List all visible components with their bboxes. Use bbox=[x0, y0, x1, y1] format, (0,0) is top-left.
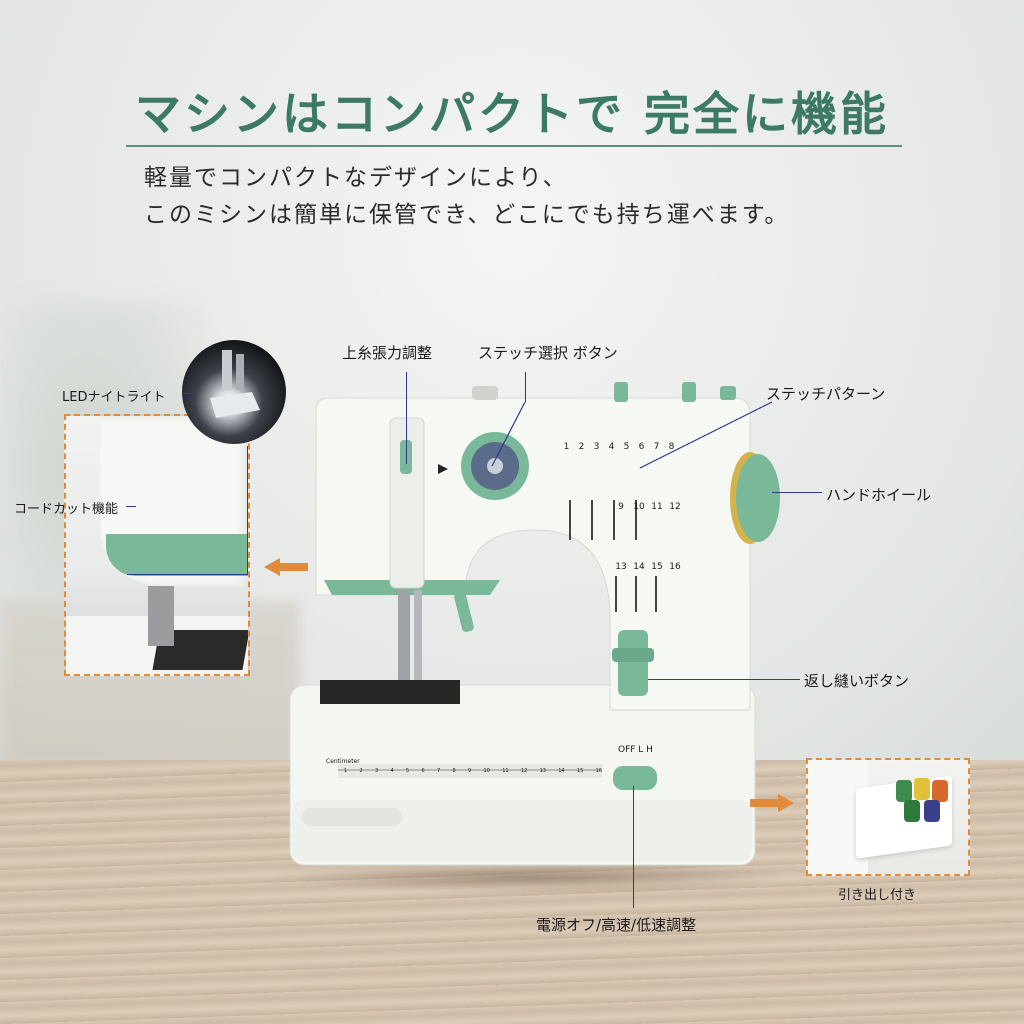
ruler-number: 2 bbox=[359, 768, 363, 774]
green-trim-closeup bbox=[106, 534, 248, 576]
led-label: LEDナイトライト bbox=[62, 390, 166, 405]
stitch-pattern-label: ステッチパターン bbox=[766, 385, 886, 403]
upper-tension-label: 上糸張力調整 bbox=[342, 344, 433, 362]
ruler-number: 12 bbox=[520, 768, 528, 774]
presser-foot-closeup bbox=[148, 586, 174, 646]
pattern-number: 12 bbox=[669, 502, 681, 512]
thread-spool-icon bbox=[914, 778, 930, 800]
ruler-number: 5 bbox=[406, 768, 410, 774]
pattern-number: 3 bbox=[593, 442, 600, 452]
pattern-number: 11 bbox=[651, 502, 663, 512]
handwheel-label: ハンドホイール bbox=[826, 486, 932, 504]
stitch-select-callout-line-vertical bbox=[525, 372, 526, 402]
presser-foot-icon bbox=[210, 350, 260, 418]
pattern-number: 9 bbox=[618, 502, 624, 512]
pattern-row-2: 9 10 11 12 bbox=[614, 502, 682, 512]
reverse-stitch-callout-line bbox=[648, 679, 800, 680]
led-light-closeup bbox=[182, 340, 286, 444]
ruler-number: 14 bbox=[558, 768, 565, 774]
subtitle: 軽量でコンパクトなデザインにより、 このミシンは簡単に保管でき、どこにでも持ち運… bbox=[144, 160, 789, 234]
ruler-number: 1 bbox=[344, 768, 348, 774]
led-callout-line bbox=[182, 393, 196, 394]
ruler-numbers: 1 2 3 4 5 6 7 8 9 10 11 12 13 14 15 16 bbox=[344, 768, 602, 774]
pattern-row-1: 1 2 3 4 5 6 7 8 bbox=[560, 442, 678, 452]
ruler-number: 13 bbox=[539, 768, 546, 774]
pattern-number: 15 bbox=[651, 562, 663, 572]
handwheel-callout-line bbox=[772, 492, 822, 493]
led-vertical-line bbox=[247, 446, 248, 574]
machine-shadow bbox=[270, 860, 790, 894]
ruler-number: 7 bbox=[437, 768, 441, 774]
drawer-detail-inset bbox=[806, 758, 970, 876]
speed-switch-labels: OFF L H bbox=[618, 745, 653, 755]
power-speed-callout-line bbox=[633, 786, 634, 908]
stitch-pattern-callout-line bbox=[639, 401, 773, 469]
ruler-number: 11 bbox=[502, 768, 509, 774]
pattern-number: 13 bbox=[615, 562, 627, 572]
ruler-label: Centimeter bbox=[326, 758, 360, 765]
ruler-number: 6 bbox=[421, 768, 425, 774]
pattern-number: 4 bbox=[608, 442, 615, 452]
reverse-stitch-label: 返し縫いボタン bbox=[804, 672, 910, 690]
subtitle-line-1: 軽量でコンパクトなデザインにより、 bbox=[144, 165, 568, 191]
cord-cut-label: コードカット機能 bbox=[14, 502, 119, 517]
trim-callout-line bbox=[127, 574, 248, 575]
pattern-number: 1 bbox=[563, 442, 570, 452]
pattern-number: 2 bbox=[578, 442, 585, 452]
pattern-number: 6 bbox=[638, 442, 645, 452]
ruler-number: 10 bbox=[483, 768, 490, 774]
title-divider bbox=[126, 145, 902, 147]
stitch-select-callout-line-diagonal bbox=[491, 401, 526, 467]
pattern-number: 8 bbox=[668, 442, 675, 452]
thread-spool-icon bbox=[924, 800, 940, 822]
drawer-label: 引き出し付き bbox=[838, 888, 917, 903]
thread-spool-icon bbox=[896, 780, 912, 802]
pattern-number: 7 bbox=[653, 442, 660, 452]
pattern-row-3: 13 14 15 16 bbox=[614, 562, 682, 572]
thread-spool-icon bbox=[932, 780, 948, 802]
pattern-number: 16 bbox=[669, 562, 681, 572]
pattern-number: 14 bbox=[633, 562, 645, 572]
cord-cut-callout-line bbox=[126, 506, 136, 507]
pattern-number: 5 bbox=[623, 442, 630, 452]
page-title: マシンはコンパクトで 完全に機能 bbox=[134, 87, 889, 141]
ruler-number: 4 bbox=[390, 768, 394, 774]
arrow-right-icon bbox=[750, 794, 794, 812]
upper-tension-callout-line bbox=[406, 372, 407, 464]
arrow-left-icon bbox=[264, 558, 308, 576]
ruler-number: 3 bbox=[375, 768, 379, 774]
ruler-number: 15 bbox=[576, 768, 584, 774]
subtitle-line-2: このミシンは簡単に保管でき、どこにでも持ち運べます。 bbox=[144, 202, 790, 228]
pattern-number: 10 bbox=[633, 502, 645, 512]
sewing-machine bbox=[289, 382, 780, 866]
cord-cut-detail-inset bbox=[64, 414, 250, 676]
power-speed-label: 電源オフ/高速/低速調整 bbox=[536, 916, 697, 934]
thread-spool-icon bbox=[904, 800, 920, 822]
ruler-number: 9 bbox=[468, 768, 472, 774]
ruler-number: 16 bbox=[595, 768, 602, 774]
ruler-number: 8 bbox=[452, 768, 456, 774]
stitch-select-label: ステッチ選択 ボタン bbox=[478, 344, 618, 362]
